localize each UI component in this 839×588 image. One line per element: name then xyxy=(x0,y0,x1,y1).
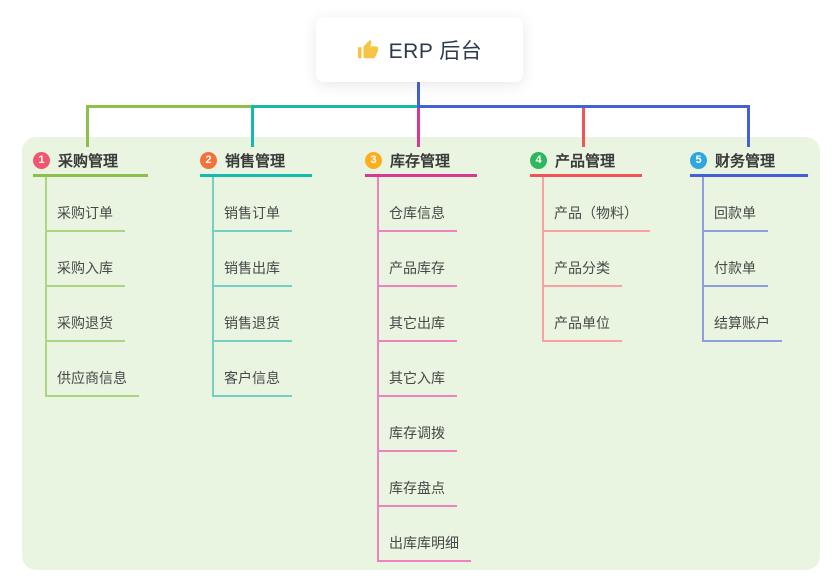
child-node-label: 产品库存 xyxy=(389,260,445,276)
child-node[interactable]: 采购入库 xyxy=(45,232,125,287)
child-node-label: 库存盘点 xyxy=(389,480,445,496)
child-node[interactable]: 销售退货 xyxy=(212,287,292,342)
child-node-label: 客户信息 xyxy=(224,370,280,386)
connector-line xyxy=(251,105,420,108)
root-node[interactable]: ERP 后台 xyxy=(316,17,523,82)
child-node[interactable]: 采购退货 xyxy=(45,287,125,342)
thumbs-up-icon xyxy=(357,39,379,61)
branch-title: 产品管理 xyxy=(555,152,616,170)
connector-line xyxy=(86,105,89,147)
child-node[interactable]: 回款单 xyxy=(702,177,768,232)
child-node-label: 采购退货 xyxy=(57,315,113,331)
branch-column: 1 采购管理 采购订单 采购入库 采购退货 供应商信息 xyxy=(33,146,148,397)
branch-title: 销售管理 xyxy=(225,152,286,170)
branch-number-badge: 5 xyxy=(690,151,707,169)
branch-header[interactable]: 2 销售管理 xyxy=(200,146,312,177)
child-node[interactable]: 付款单 xyxy=(702,232,768,287)
connector-line xyxy=(417,105,420,147)
branch-child-connector xyxy=(542,177,544,342)
child-node[interactable]: 产品（物料） xyxy=(542,177,650,232)
root-title: ERP 后台 xyxy=(388,39,483,63)
branch-items: 产品（物料） 产品分类 产品单位 xyxy=(530,177,650,342)
connector-line xyxy=(417,82,420,108)
branch-title: 库存管理 xyxy=(390,152,451,170)
branch-column: 4 产品管理 产品（物料） 产品分类 产品单位 xyxy=(530,146,650,342)
child-node-label: 付款单 xyxy=(714,260,756,276)
child-node[interactable]: 其它入库 xyxy=(377,342,457,397)
branch-items: 采购订单 采购入库 采购退货 供应商信息 xyxy=(33,177,148,397)
branch-header[interactable]: 4 产品管理 xyxy=(530,146,642,177)
child-node[interactable]: 产品单位 xyxy=(542,287,622,342)
branch-title: 财务管理 xyxy=(715,152,776,170)
child-node-label: 出库库明细 xyxy=(389,535,459,551)
branch-child-connector xyxy=(702,177,704,342)
branch-column: 2 销售管理 销售订单 销售出库 销售退货 客户信息 xyxy=(200,146,312,397)
child-node[interactable]: 库存盘点 xyxy=(377,452,457,507)
child-node-label: 回款单 xyxy=(714,205,756,221)
branch-items: 仓库信息 产品库存 其它出库 其它入库 库存调拨 库存盘点 出库库明细 xyxy=(365,177,477,562)
branch-child-connector xyxy=(212,177,214,397)
branch-number-badge: 4 xyxy=(530,151,547,169)
child-node-label: 销售出库 xyxy=(224,260,280,276)
connector-line xyxy=(417,105,750,108)
branches-panel xyxy=(22,137,820,570)
child-node[interactable]: 其它出库 xyxy=(377,287,457,342)
branch-items: 销售订单 销售出库 销售退货 客户信息 xyxy=(200,177,312,397)
child-node[interactable]: 出库库明细 xyxy=(377,507,471,562)
child-node[interactable]: 产品分类 xyxy=(542,232,622,287)
child-node-label: 销售订单 xyxy=(224,205,280,221)
connector-line xyxy=(251,105,254,147)
child-node[interactable]: 销售出库 xyxy=(212,232,292,287)
branch-title: 采购管理 xyxy=(58,152,119,170)
child-node[interactable]: 结算账户 xyxy=(702,287,782,342)
child-node[interactable]: 产品库存 xyxy=(377,232,457,287)
child-node-label: 库存调拨 xyxy=(389,425,445,441)
child-node-label: 采购入库 xyxy=(57,260,113,276)
child-node-label: 产品单位 xyxy=(554,315,610,331)
child-node[interactable]: 库存调拨 xyxy=(377,397,457,452)
branch-child-connector xyxy=(45,177,47,397)
connector-line xyxy=(582,105,585,147)
branch-number-badge: 3 xyxy=(365,151,382,169)
branch-header[interactable]: 3 库存管理 xyxy=(365,146,477,177)
child-node-label: 其它入库 xyxy=(389,370,445,386)
branch-child-connector xyxy=(377,177,379,562)
branch-header[interactable]: 5 财务管理 xyxy=(690,146,808,177)
branch-items: 回款单 付款单 结算账户 xyxy=(690,177,808,342)
child-node-label: 其它出库 xyxy=(389,315,445,331)
child-node[interactable]: 采购订单 xyxy=(45,177,125,232)
branch-column: 3 库存管理 仓库信息 产品库存 其它出库 其它入库 库存调拨 库存盘点 出库库… xyxy=(365,146,477,562)
child-node[interactable]: 仓库信息 xyxy=(377,177,457,232)
branch-number-badge: 2 xyxy=(200,151,217,169)
child-node-label: 供应商信息 xyxy=(57,370,127,386)
child-node-label: 采购订单 xyxy=(57,205,113,221)
child-node[interactable]: 供应商信息 xyxy=(45,342,139,397)
branch-column: 5 财务管理 回款单 付款单 结算账户 xyxy=(690,146,808,342)
child-node[interactable]: 销售订单 xyxy=(212,177,292,232)
branch-number-badge: 1 xyxy=(33,151,50,169)
child-node[interactable]: 客户信息 xyxy=(212,342,292,397)
child-node-label: 结算账户 xyxy=(714,315,770,331)
child-node-label: 产品分类 xyxy=(554,260,610,276)
branch-header[interactable]: 1 采购管理 xyxy=(33,146,148,177)
child-node-label: 销售退货 xyxy=(224,315,280,331)
connector-line xyxy=(747,105,750,147)
connector-line xyxy=(86,105,254,108)
child-node-label: 仓库信息 xyxy=(389,205,445,221)
child-node-label: 产品（物料） xyxy=(554,205,638,221)
